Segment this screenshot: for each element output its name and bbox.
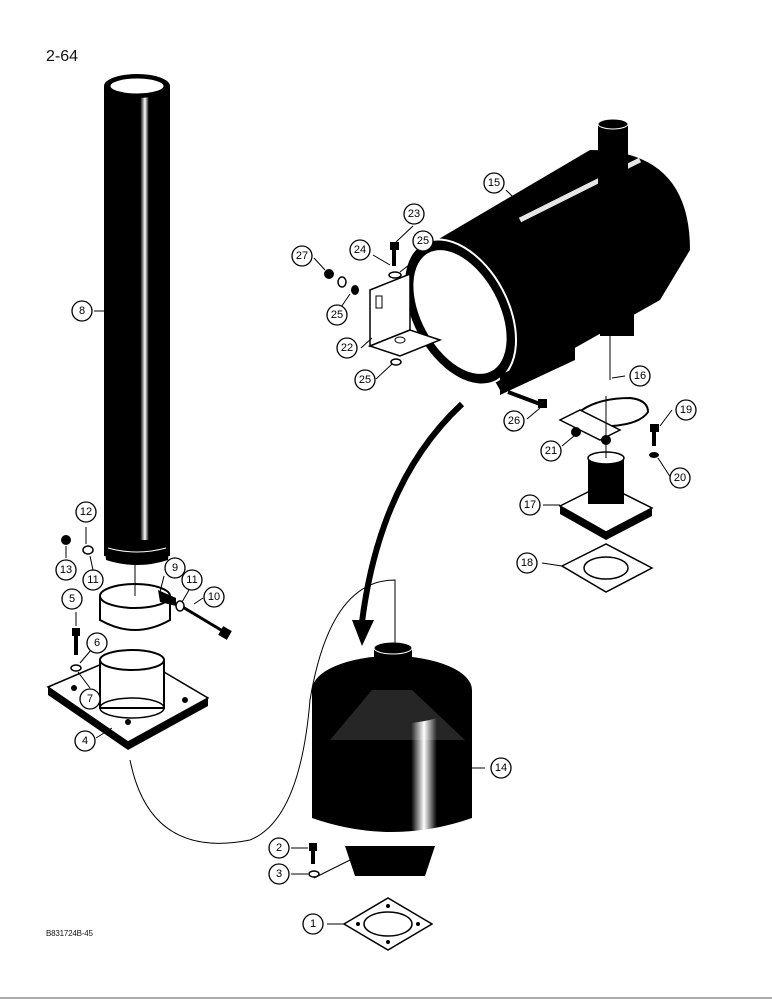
svg-text:12: 12 — [80, 506, 92, 518]
callout-4: 4 — [74, 730, 96, 752]
callout-11-right: 11 — [181, 569, 203, 591]
svg-text:19: 19 — [680, 404, 692, 416]
svg-text:11: 11 — [87, 574, 98, 586]
callout-12: 12 — [75, 501, 97, 523]
callout-11-left: 11 — [82, 569, 104, 591]
callout-24: 24 — [349, 239, 371, 261]
callout-17: 17 — [519, 494, 541, 516]
callout-18: 18 — [516, 552, 538, 574]
callout-25-top: 25 — [412, 230, 434, 252]
svg-text:6: 6 — [94, 637, 100, 649]
callout-15: 15 — [483, 172, 505, 194]
callout-13: 13 — [55, 559, 77, 581]
svg-text:25: 25 — [417, 235, 429, 247]
svg-text:25: 25 — [359, 374, 371, 386]
outlet-gasket-part — [560, 543, 654, 593]
figure-code: B831724B-45 — [46, 929, 93, 938]
svg-text:25: 25 — [331, 309, 343, 321]
drum-bolt-hardware — [308, 843, 320, 878]
assembly-arrow — [352, 401, 465, 646]
svg-text:1: 1 — [310, 918, 316, 930]
callout-10: 10 — [203, 586, 225, 608]
callout-2: 2 — [268, 837, 290, 859]
callout-20: 20 — [669, 467, 691, 489]
callout-leaders — [65, 189, 673, 925]
callout-14: 14 — [490, 757, 512, 779]
svg-text:9: 9 — [172, 562, 178, 574]
callout-21: 21 — [540, 440, 562, 462]
clamp-bolt-part — [175, 601, 232, 640]
svg-text:23: 23 — [408, 208, 420, 220]
muffler-bracket-part — [367, 272, 443, 357]
exhaust-tube-part — [104, 74, 170, 565]
flange-bolt-hardware — [649, 424, 659, 458]
muffler-bolt-part — [507, 390, 547, 408]
svg-text:24: 24 — [354, 244, 366, 256]
muffler-clamp-part — [558, 396, 650, 445]
muffler-part — [402, 118, 690, 395]
callout-19: 19 — [675, 399, 697, 421]
svg-text:18: 18 — [521, 557, 533, 569]
callout-7: 7 — [79, 688, 101, 710]
outlet-flange-part — [558, 451, 654, 540]
callout-26: 26 — [503, 410, 525, 432]
callout-27: 27 — [291, 245, 313, 267]
callout-5: 5 — [61, 588, 83, 610]
svg-text:10: 10 — [208, 591, 220, 603]
svg-text:22: 22 — [341, 342, 353, 354]
svg-text:7: 7 — [87, 693, 93, 705]
svg-text:15: 15 — [488, 177, 500, 189]
callout-6: 6 — [86, 632, 108, 654]
svg-text:14: 14 — [495, 762, 507, 774]
svg-text:13: 13 — [60, 564, 72, 576]
svg-text:17: 17 — [524, 499, 536, 511]
callout-25-middle: 25 — [326, 304, 348, 326]
bottom-gasket-part — [342, 897, 434, 951]
callout-3: 3 — [268, 863, 290, 885]
callout-16: 16 — [629, 365, 651, 387]
svg-text:21: 21 — [545, 445, 557, 457]
base-plate-part — [46, 649, 210, 750]
callout-23: 23 — [403, 203, 425, 225]
svg-text:3: 3 — [276, 868, 282, 880]
svg-text:8: 8 — [79, 305, 85, 317]
svg-text:5: 5 — [69, 593, 75, 605]
bracket-hardware — [324, 242, 402, 366]
callout-9: 9 — [164, 557, 186, 579]
callout-1: 1 — [302, 913, 324, 935]
callout-8: 8 — [71, 300, 93, 322]
svg-text:20: 20 — [674, 472, 686, 484]
page-number: 2-64 — [46, 48, 79, 65]
precleaner-drum-part — [312, 641, 472, 876]
svg-text:27: 27 — [296, 250, 308, 262]
svg-text:2: 2 — [276, 842, 282, 854]
clamp-band-part — [99, 583, 176, 631]
svg-text:16: 16 — [634, 370, 646, 382]
svg-text:4: 4 — [82, 735, 88, 747]
callout-25-bottom: 25 — [354, 369, 376, 391]
callout-22: 22 — [336, 337, 358, 359]
connector-lines — [129, 336, 611, 879]
left-hardware — [61, 535, 185, 672]
svg-text:26: 26 — [508, 415, 520, 427]
svg-text:11: 11 — [186, 574, 197, 586]
